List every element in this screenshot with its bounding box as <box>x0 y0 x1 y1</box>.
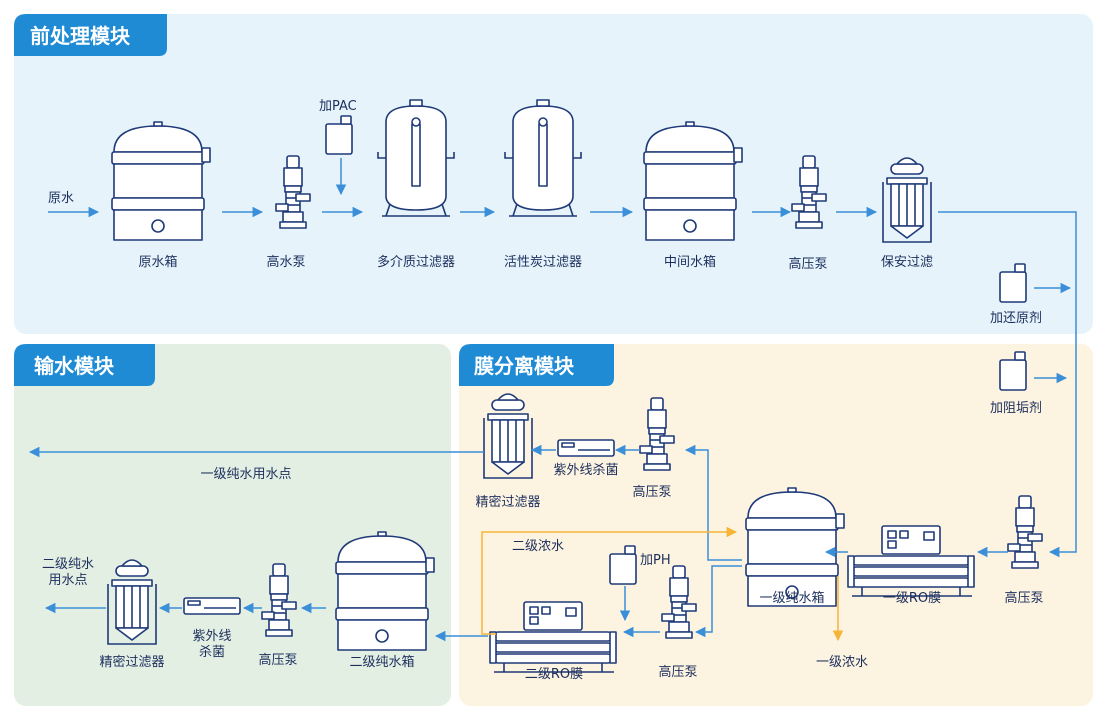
security-filter-label: 保安过滤 <box>881 255 933 270</box>
precise-filter-top-label: 精密过滤器 <box>475 494 540 510</box>
hp-pump-transport-label: 高压泵 <box>258 652 297 668</box>
uv-sterilizer-top <box>557 439 615 457</box>
secondary-pure-point-label-1: 二级纯水 <box>42 557 94 572</box>
uv-sterilizer-bottom <box>183 597 241 615</box>
high-pump-label: 高水泵 <box>266 254 305 270</box>
primary-concentrate-label: 一级浓水 <box>816 655 868 670</box>
hp-pump-pre-label: 高压泵 <box>788 256 827 272</box>
raw-water-label: 原水 <box>48 191 74 206</box>
intermediate-water-tank <box>643 121 743 241</box>
transport-title-bg <box>14 344 155 386</box>
hp-pump-ro2-label: 高压泵 <box>658 664 697 680</box>
mid-tank-label: 中间水箱 <box>664 254 716 270</box>
membrane-title: 膜分离模块 <box>473 354 575 378</box>
raw-tank-label: 原水箱 <box>138 254 177 270</box>
precise-filter-bottom-label: 精密过滤器 <box>99 654 164 670</box>
add-pac-label: 加PAC <box>319 99 357 114</box>
pretreatment-title: 前处理模块 <box>30 24 131 48</box>
hp-pump-ro1-label: 高压泵 <box>1004 590 1043 606</box>
add-reducer-label: 加还原剂 <box>990 311 1042 326</box>
secondary-concentrate-label: 二级浓水 <box>512 539 564 554</box>
secondary-pure-tank <box>335 531 435 651</box>
add-ph-label: 加PH <box>640 553 671 568</box>
activated-carbon-filter <box>504 99 582 217</box>
uv-bottom-label-1: 紫外线 <box>192 629 231 644</box>
pretreatment-title-bg <box>14 14 167 56</box>
transport-title: 输水模块 <box>34 354 115 378</box>
multimedia-filter-label: 多介质过滤器 <box>377 254 455 270</box>
hp-pump-top-label: 高压泵 <box>632 484 671 500</box>
carbon-filter-label: 活性炭过滤器 <box>504 255 582 270</box>
transport-module-area <box>14 344 451 706</box>
primary-pure-tank <box>745 487 845 607</box>
add-antiscalant-label: 加阻垢剂 <box>990 401 1042 416</box>
uv-top-label: 紫外线杀菌 <box>553 463 618 478</box>
uv-bottom-label-2: 杀菌 <box>199 645 225 660</box>
ro1-label: 一级RO膜 <box>883 591 941 606</box>
multimedia-filter <box>377 99 455 217</box>
primary-pure-tank-label: 一级纯水箱 <box>759 590 824 606</box>
raw-water-tank <box>111 121 211 241</box>
secondary-pure-point-label-2: 用水点 <box>48 573 87 588</box>
secondary-pure-tank-label: 二级纯水箱 <box>349 654 414 670</box>
ro2-label: 二级RO膜 <box>525 667 583 682</box>
membrane-title-bg <box>459 344 614 386</box>
primary-pure-point-label: 一级纯水用水点 <box>200 467 291 482</box>
